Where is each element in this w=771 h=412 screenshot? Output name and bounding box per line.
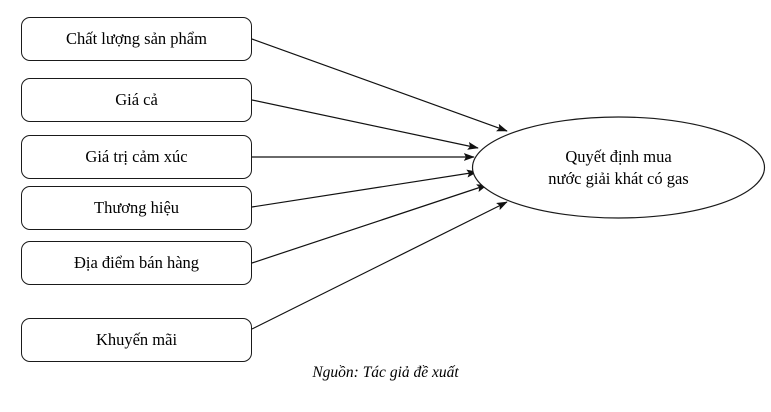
factor-box-dia-diem-ban-hang[interactable]: Địa điểm bán hàng bbox=[21, 241, 252, 285]
source-caption: Nguồn: Tác giả đề xuất bbox=[312, 364, 459, 381]
factor-box-chat-luong-san-pham[interactable]: Chất lượng sản phẩm bbox=[21, 17, 252, 61]
factor-label: Giá trị cảm xúc bbox=[85, 146, 188, 166]
factor-label: Giá cả bbox=[115, 89, 158, 109]
factor-label: Địa điểm bán hàng bbox=[73, 252, 200, 272]
arrow-dia-diem-ban-hang-to-outcome bbox=[251, 184, 488, 264]
factor-box-gia-ca[interactable]: Giá cả bbox=[21, 78, 252, 122]
arrow-gia-ca-to-outcome bbox=[251, 99, 479, 150]
arrow-khuyen-mai-to-outcome bbox=[251, 201, 508, 330]
arrow-chat-luong-san-pham-to-outcome bbox=[251, 38, 508, 132]
arrow-thuong-hieu-to-outcome bbox=[251, 169, 478, 208]
factor-label: Chất lượng sản phẩm bbox=[66, 28, 207, 48]
factor-box-gia-tri-cam-xuc[interactable]: Giá trị cảm xúc bbox=[21, 135, 252, 179]
outcome-ellipse-shape bbox=[471, 116, 766, 219]
factor-box-thuong-hieu[interactable]: Thương hiệu bbox=[21, 186, 252, 230]
factor-box-khuyen-mai[interactable]: Khuyến mãi bbox=[21, 318, 252, 362]
factor-label: Khuyến mãi bbox=[95, 329, 178, 349]
factor-label: Thương hiệu bbox=[93, 197, 180, 217]
